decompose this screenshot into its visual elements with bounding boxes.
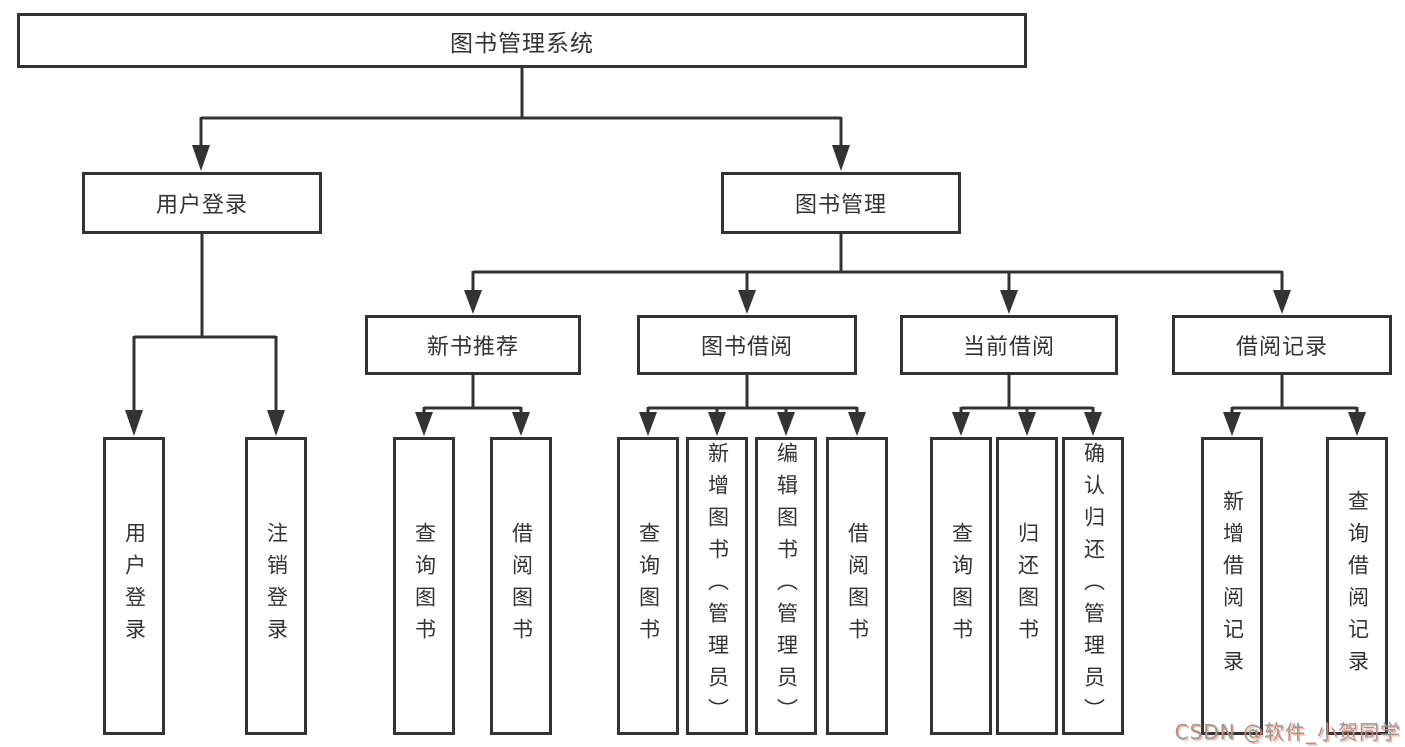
node-root-library-system: 图书管理系统 — [17, 13, 1027, 68]
leaf-confirm-return-admin: 确认归还（管理员） — [1062, 437, 1124, 735]
leaf-label: 注销登录 — [264, 522, 289, 650]
leaf-label: 借阅图书 — [845, 522, 870, 650]
csdn-watermark: CSDN @软件_小贺同学 — [1174, 720, 1401, 744]
leaf-add-books-admin: 新增图书（管理员） — [686, 437, 748, 735]
node-current-borrow: 当前借阅 — [900, 315, 1118, 375]
leaf-user-login: 用户登录 — [103, 437, 165, 735]
leaf-label: 归还图书 — [1015, 522, 1040, 650]
leaf-query-books-recommend: 查询图书 — [393, 437, 455, 735]
node-user-login: 用户登录 — [82, 172, 322, 234]
leaf-logout: 注销登录 — [245, 437, 307, 735]
leaf-query-borrow-record: 查询借阅记录 — [1326, 437, 1388, 735]
leaf-label: 新增图书（管理员） — [705, 442, 730, 730]
leaf-borrow-books: 借阅图书 — [826, 437, 888, 735]
leaf-query-books-current: 查询图书 — [930, 437, 992, 735]
leaf-label: 用户登录 — [122, 522, 147, 650]
leaf-label: 查询借阅记录 — [1345, 490, 1370, 682]
leaf-label: 确认归还（管理员） — [1081, 442, 1106, 730]
node-book-management: 图书管理 — [721, 172, 961, 234]
leaf-label: 查询图书 — [636, 522, 661, 650]
node-borrow-records: 借阅记录 — [1172, 315, 1392, 375]
leaf-label: 新增借阅记录 — [1220, 490, 1245, 682]
leaf-edit-books-admin: 编辑图书（管理员） — [755, 437, 817, 735]
leaf-query-books-borrow: 查询图书 — [617, 437, 679, 735]
node-book-borrow: 图书借阅 — [637, 315, 857, 375]
leaf-borrow-books-recommend: 借阅图书 — [490, 437, 552, 735]
leaf-return-books: 归还图书 — [996, 437, 1058, 735]
leaf-add-borrow-record: 新增借阅记录 — [1201, 437, 1263, 735]
leaf-label: 查询图书 — [949, 522, 974, 650]
leaf-label: 查询图书 — [412, 522, 437, 650]
leaf-label: 借阅图书 — [509, 522, 534, 650]
leaf-label: 编辑图书（管理员） — [774, 442, 799, 730]
node-new-book-recommend: 新书推荐 — [365, 315, 581, 375]
